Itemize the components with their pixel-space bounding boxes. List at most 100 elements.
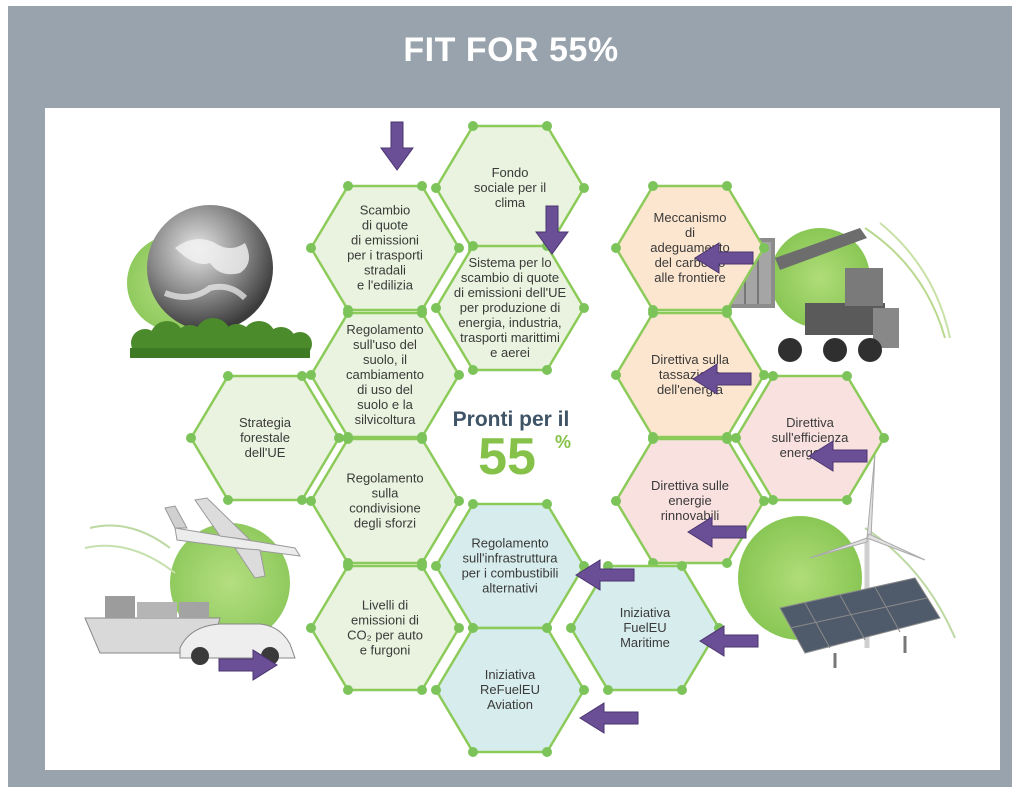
- slide-title: FIT FOR 55%: [403, 30, 619, 69]
- hex-node: [611, 370, 621, 380]
- hex-label-line: Fondo: [492, 165, 529, 180]
- hex-label-line: per i trasporti: [347, 248, 423, 263]
- hex-node: [731, 433, 741, 443]
- hex-node: [223, 495, 233, 505]
- hex-node: [579, 685, 589, 695]
- hex-node: [566, 623, 576, 633]
- hex-node: [468, 747, 478, 757]
- arrow-down-icon: [535, 205, 569, 255]
- hex-label-line: Strategia: [239, 415, 292, 430]
- hex-label-line: di emissioni dell'UE: [454, 285, 567, 300]
- hex-node: [468, 121, 478, 131]
- hex-node: [431, 183, 441, 193]
- hex-label-line: degli sforzi: [354, 516, 416, 531]
- hex-node: [542, 121, 552, 131]
- hex-node: [468, 241, 478, 251]
- hex-node: [542, 623, 552, 633]
- center-badge: Pronti per il 55 %: [453, 408, 571, 486]
- hex-node: [759, 496, 769, 506]
- hex-label-line: forestale: [240, 430, 290, 445]
- arrow-left-icon: [579, 702, 639, 734]
- hex-node: [334, 433, 344, 443]
- hex-node: [677, 685, 687, 695]
- hex-node: [343, 561, 353, 571]
- hex-node: [542, 365, 552, 375]
- hex-node: [454, 243, 464, 253]
- hex-label-line: per produzione di: [460, 300, 561, 315]
- arrow-layer: [218, 121, 868, 734]
- hex-node: [648, 181, 658, 191]
- hex-label-line: Iniziativa: [485, 667, 536, 682]
- hex-label-line: e furgoni: [360, 643, 411, 658]
- hex-label-line: di emissioni: [351, 233, 419, 248]
- hex-label-line: Scambio: [360, 203, 411, 218]
- hex-node: [542, 499, 552, 509]
- hex-node: [468, 499, 478, 509]
- hex-label-line: e l'edilizia: [357, 278, 414, 293]
- hex-label-line: di: [685, 225, 695, 240]
- hex-label-line: silvicoltura: [355, 412, 416, 427]
- hex-node: [431, 561, 441, 571]
- hex-label-line: emissioni di: [351, 613, 419, 628]
- hex-label-line: e aerei: [490, 345, 530, 360]
- hex-node: [603, 685, 613, 695]
- hex-node: [306, 496, 316, 506]
- hex-label-line: Regolamento: [346, 471, 423, 486]
- center-number: 55: [478, 428, 536, 486]
- globe-icon: [127, 205, 312, 358]
- transport-icon: [84, 497, 301, 665]
- hex-node: [343, 434, 353, 444]
- hex-label-line: alle frontiere: [654, 270, 726, 285]
- hex-node: [431, 685, 441, 695]
- arrow-left-icon: [692, 363, 752, 395]
- hex-node: [722, 308, 732, 318]
- arrow-down-icon: [380, 121, 414, 171]
- hex-label-line: energia, industria,: [458, 315, 561, 330]
- center-percent: %: [555, 432, 571, 452]
- hex-label-line: stradali: [364, 263, 406, 278]
- hex-label-line: Regolamento: [471, 536, 548, 551]
- hex-node: [468, 623, 478, 633]
- hex-label-line: clima: [495, 195, 526, 210]
- hex-node: [306, 370, 316, 380]
- arrow-left-icon: [575, 559, 635, 591]
- hex-node: [542, 747, 552, 757]
- hex-node: [454, 496, 464, 506]
- hex-node: [186, 433, 196, 443]
- hex-label-line: Regolamento: [346, 322, 423, 337]
- hex-node: [648, 308, 658, 318]
- hex-label-line: Aviation: [487, 697, 533, 712]
- hex-label-line: sull'uso del: [353, 337, 417, 352]
- hex-node: [431, 303, 441, 313]
- hex-node: [306, 623, 316, 633]
- center-line1: Pronti per il: [453, 408, 570, 431]
- hex-node: [759, 243, 769, 253]
- hex-label-line: rinnovabili: [661, 508, 720, 523]
- hex-node: [722, 434, 732, 444]
- hex-node: [648, 434, 658, 444]
- hex-label-line: sulla: [372, 486, 400, 501]
- hex-node: [879, 433, 889, 443]
- hex-node: [768, 371, 778, 381]
- arrow-left-icon: [808, 440, 868, 472]
- wind-turbine-icon: [738, 452, 956, 668]
- hex-node: [454, 370, 464, 380]
- hex-node: [417, 685, 427, 695]
- arrow-left-icon: [699, 625, 759, 657]
- hex-label-line: di quote: [362, 218, 408, 233]
- hex-node: [417, 181, 427, 191]
- hex-node: [297, 495, 307, 505]
- hex-label-line: Sistema per lo: [468, 255, 551, 270]
- arrow-left-icon: [694, 242, 754, 274]
- hex-node: [842, 495, 852, 505]
- arrow-right-icon: [218, 649, 278, 681]
